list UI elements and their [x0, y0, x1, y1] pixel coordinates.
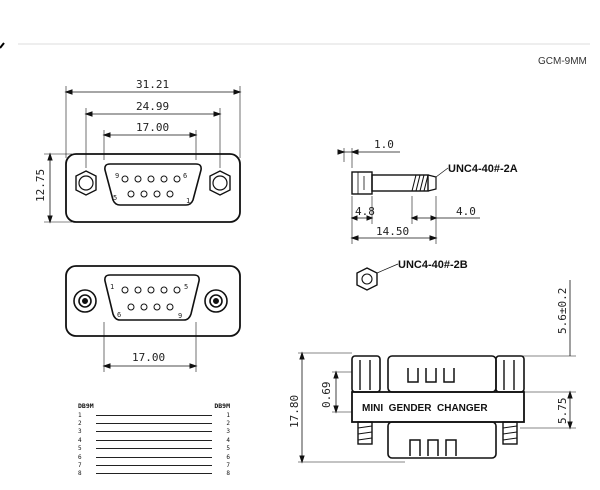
top-pin-label-1: 1 [186, 197, 190, 205]
screw-a-label: UNC4-40#-2A [448, 163, 518, 175]
pin-left: 7 [78, 462, 82, 470]
dim-shell-width-bottom: 17.00 [132, 351, 165, 364]
pin-right: 7 [226, 462, 230, 470]
pin-table-left-header: DB9M [78, 402, 94, 410]
top-pin-label-6: 6 [183, 172, 187, 180]
dim-flange: 0.69 [320, 382, 333, 409]
bottom-pin-label-5: 5 [184, 283, 188, 291]
gender-changer-label: MINI GENDER CHANGER [362, 403, 488, 414]
pin-right: 5 [226, 445, 230, 453]
pin-table-right-header: DB9M [214, 402, 230, 410]
bottom-pin-label-1: 1 [110, 283, 114, 291]
pin-right: 8 [226, 470, 230, 478]
dim-screw-thread: 4.0 [456, 205, 476, 218]
pin-table-header: DB9M DB9M [78, 402, 230, 411]
part-number: GCM-9MM [538, 56, 587, 67]
nut-b-label: UNC4-40#-2B [398, 259, 468, 271]
pin-wire [96, 439, 212, 441]
dim-total-height: 17.80 [288, 395, 301, 428]
screw-a [337, 148, 480, 244]
dim-height: 12.75 [34, 169, 47, 202]
pin-left: 1 [78, 411, 82, 419]
pin-wire [96, 423, 212, 425]
dim-top: 5.6±0.2 [556, 288, 569, 334]
top-pin-label-9: 9 [115, 172, 119, 180]
pin-right: 1 [226, 411, 230, 419]
pin-right: 6 [226, 453, 230, 461]
side-view [298, 280, 576, 464]
pin-left: 5 [78, 445, 82, 453]
pin-wire [96, 456, 212, 458]
pin-left: 3 [78, 428, 82, 436]
bottom-pin-label-6: 6 [117, 311, 121, 319]
bottom-pin-label-9: 9 [178, 312, 182, 320]
pin-right: 2 [226, 420, 230, 428]
pin-wire [96, 448, 212, 450]
pin-left: 6 [78, 453, 82, 461]
pin-wire [96, 414, 212, 416]
pin-left: 4 [78, 436, 82, 444]
top-view [44, 86, 242, 224]
pin-left: 8 [78, 470, 82, 478]
pin-wire [96, 465, 212, 467]
dim-screw-shank: 4.8 [355, 205, 375, 218]
bottom-view [65, 265, 241, 372]
dim-bottom: 5.75 [556, 398, 569, 425]
dim-overall-width: 31.21 [136, 78, 169, 91]
dim-screw-total: 14.50 [376, 225, 409, 238]
dim-shell-width-top: 17.00 [136, 121, 169, 134]
top-pin-label-5: 5 [113, 194, 117, 202]
pin-left: 2 [78, 420, 82, 428]
pin-wire [96, 473, 212, 475]
pin-wire [96, 431, 212, 433]
dim-screw-head: 1.0 [374, 138, 394, 151]
corner-mark [0, 42, 5, 49]
nut-b [356, 263, 399, 291]
dim-screw-centers: 24.99 [136, 100, 169, 113]
pin-right: 4 [226, 436, 230, 444]
pin-right: 3 [226, 428, 230, 436]
